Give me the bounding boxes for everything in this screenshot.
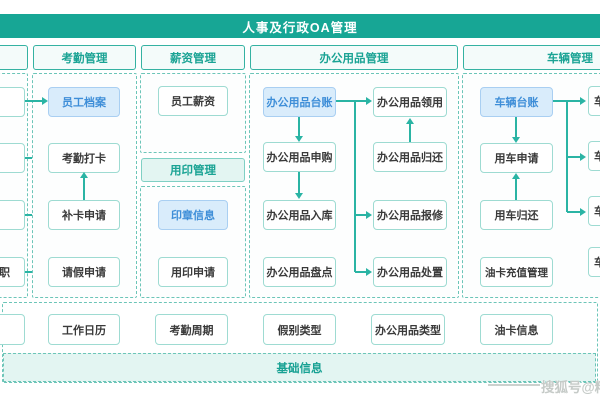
node-office-supplies-ledger: 办公用品台账 (263, 87, 336, 117)
node-office-supplies-stocktake: 办公用品盘点 (263, 257, 336, 287)
arrow-head-right (580, 153, 586, 161)
node-attendance-period: 考勤周期 (155, 314, 228, 345)
node-vehicle-request: 用车申请 (480, 143, 553, 173)
section-header-attendance: 考勤管理 (33, 45, 136, 70)
section-header-vehicle: 车辆管理 (463, 45, 600, 70)
node-office-supplies-inbound: 办公用品入库 (263, 200, 336, 230)
node-vehicle-return: 用车归还 (480, 200, 553, 230)
connector-line (298, 172, 300, 194)
node-work-calendar: 工作日历 (48, 314, 120, 345)
connector-stub (25, 214, 32, 216)
node-fuel-card-info: 油卡信息 (480, 314, 553, 345)
arrow-head-up (512, 173, 520, 179)
node-cut-right-1: 车 (588, 86, 600, 116)
node-fuel-card-recharge: 油卡充值管理 (480, 257, 553, 287)
page-title: 人事及行政OA管理 (0, 14, 600, 38)
connector-stub (25, 271, 32, 273)
node-office-supplies-return: 办公用品归还 (373, 142, 447, 172)
arrow-head-right (366, 211, 372, 219)
section-header-cut-left (0, 45, 28, 70)
watermark: 搜狐号@精 (541, 380, 600, 395)
connector-line (355, 214, 366, 216)
arrow-head-right (580, 208, 586, 216)
connector-line (515, 179, 517, 200)
section-header-office-supplies: 办公用品管理 (250, 45, 458, 70)
node-vehicle-ledger: 车辆台账 (480, 87, 553, 117)
node-cut-bottom-left (0, 314, 25, 345)
node-card-reissue-request: 补卡申请 (48, 200, 120, 230)
node-employee-archive: 员工档案 (48, 87, 120, 117)
connector-line (355, 271, 366, 273)
node-seal-usage-request: 用印申请 (158, 257, 228, 287)
node-leave-type: 假别类型 (263, 314, 336, 345)
connector-line (409, 124, 411, 142)
node-cut-left-3 (0, 200, 25, 230)
connector-line (336, 100, 367, 102)
base-info-bar: 基础信息 (3, 353, 596, 382)
node-office-supplies-repair: 办公用品报修 (373, 200, 447, 230)
node-office-supplies-collect: 办公用品领用 (373, 87, 447, 117)
arrow-head-right (366, 268, 372, 276)
node-office-supplies-dispose: 办公用品处置 (373, 257, 447, 287)
node-cut-left-4: 职 (0, 257, 25, 287)
node-employee-salary: 员工薪资 (158, 86, 228, 116)
connector-line (515, 117, 517, 138)
node-leave-request: 请假申请 (48, 257, 120, 287)
connector-line (83, 178, 85, 200)
connector-line (354, 100, 356, 272)
connector-line (567, 156, 580, 158)
section-header-salary: 薪资管理 (141, 45, 245, 70)
node-cut-right-3: 车 (588, 196, 600, 226)
node-office-supplies-type: 办公用品类型 (371, 314, 445, 345)
connector-stub (25, 157, 32, 159)
node-cut-left-1 (0, 87, 25, 117)
watermark-line (488, 384, 540, 386)
arrow-head-up (406, 118, 414, 124)
node-cut-right-4: 车 (588, 247, 600, 277)
section-header-seal: 用印管理 (141, 158, 245, 182)
node-cut-right-2: 车 (588, 141, 600, 171)
connector-line (567, 211, 580, 213)
arrow-head-right (366, 97, 372, 105)
arrow-head-right (580, 97, 586, 105)
arrow-head-right (42, 97, 48, 105)
node-attendance-clock: 考勤打卡 (48, 143, 120, 173)
connector-line (25, 100, 43, 102)
node-seal-info: 印章信息 (158, 200, 228, 230)
arrow-head-down (295, 193, 303, 199)
node-office-supplies-purchase: 办公用品申购 (263, 142, 336, 172)
arrow-head-up (80, 172, 88, 178)
arrow-head-down (512, 137, 520, 143)
connector-line (298, 117, 300, 137)
node-cut-left-2 (0, 143, 25, 173)
arrow-head-down (295, 136, 303, 142)
